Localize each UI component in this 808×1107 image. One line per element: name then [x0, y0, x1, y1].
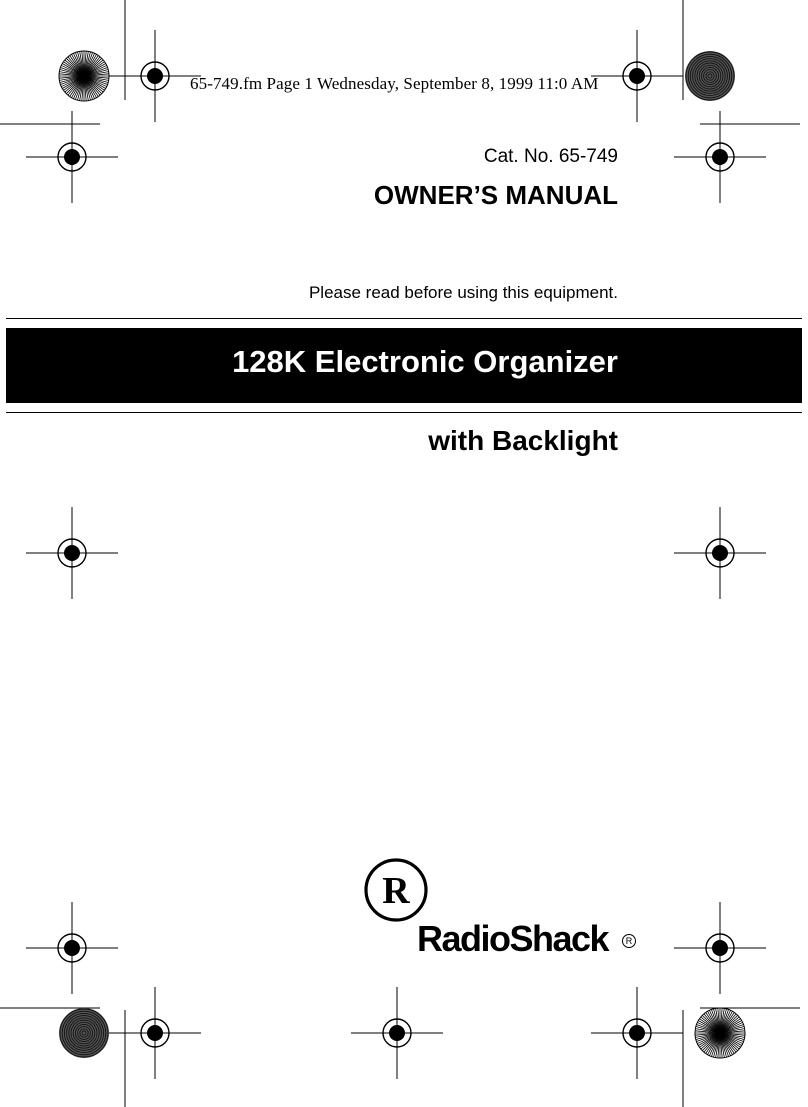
brand-name: RadioShack — [417, 918, 610, 959]
product-subtitle: with Backlight — [428, 425, 618, 456]
crosshair-mark — [26, 111, 118, 203]
svg-text:R: R — [382, 870, 410, 912]
crosshair-mark — [26, 902, 118, 994]
starburst-mark — [694, 1007, 746, 1059]
bottom-rule — [6, 412, 802, 413]
registered-mark-icon: R — [622, 934, 636, 948]
concentric-mark — [685, 51, 735, 101]
catalog-number: Cat. No. 65-749 — [483, 146, 618, 167]
starburst-mark — [58, 50, 110, 102]
crosshair-mark — [26, 507, 118, 599]
radioshack-r-logo-icon: R — [364, 858, 428, 922]
crosshair-mark — [591, 30, 683, 122]
concentric-mark — [59, 1008, 109, 1058]
top-rule — [6, 318, 802, 319]
crosshair-mark — [351, 987, 443, 1079]
owners-manual-heading: OWNER’S MANUAL — [373, 180, 618, 210]
read-notice: Please read before using this equipment. — [308, 283, 618, 302]
product-title: 128K Electronic Organizer — [232, 344, 618, 379]
crosshair-mark — [109, 30, 201, 122]
starburst-marks — [58, 50, 746, 1059]
crosshair-mark — [674, 902, 766, 994]
crosshair-mark — [674, 111, 766, 203]
crosshair-mark — [109, 987, 201, 1079]
concentric-marks — [59, 51, 735, 1058]
crosshair-mark — [674, 507, 766, 599]
title-bar: 128K Electronic Organizer — [6, 328, 802, 403]
crosshair-marks — [26, 30, 766, 1079]
crosshair-mark — [591, 987, 683, 1079]
print-header-line: 65-749.fm Page 1 Wednesday, September 8,… — [190, 74, 599, 93]
